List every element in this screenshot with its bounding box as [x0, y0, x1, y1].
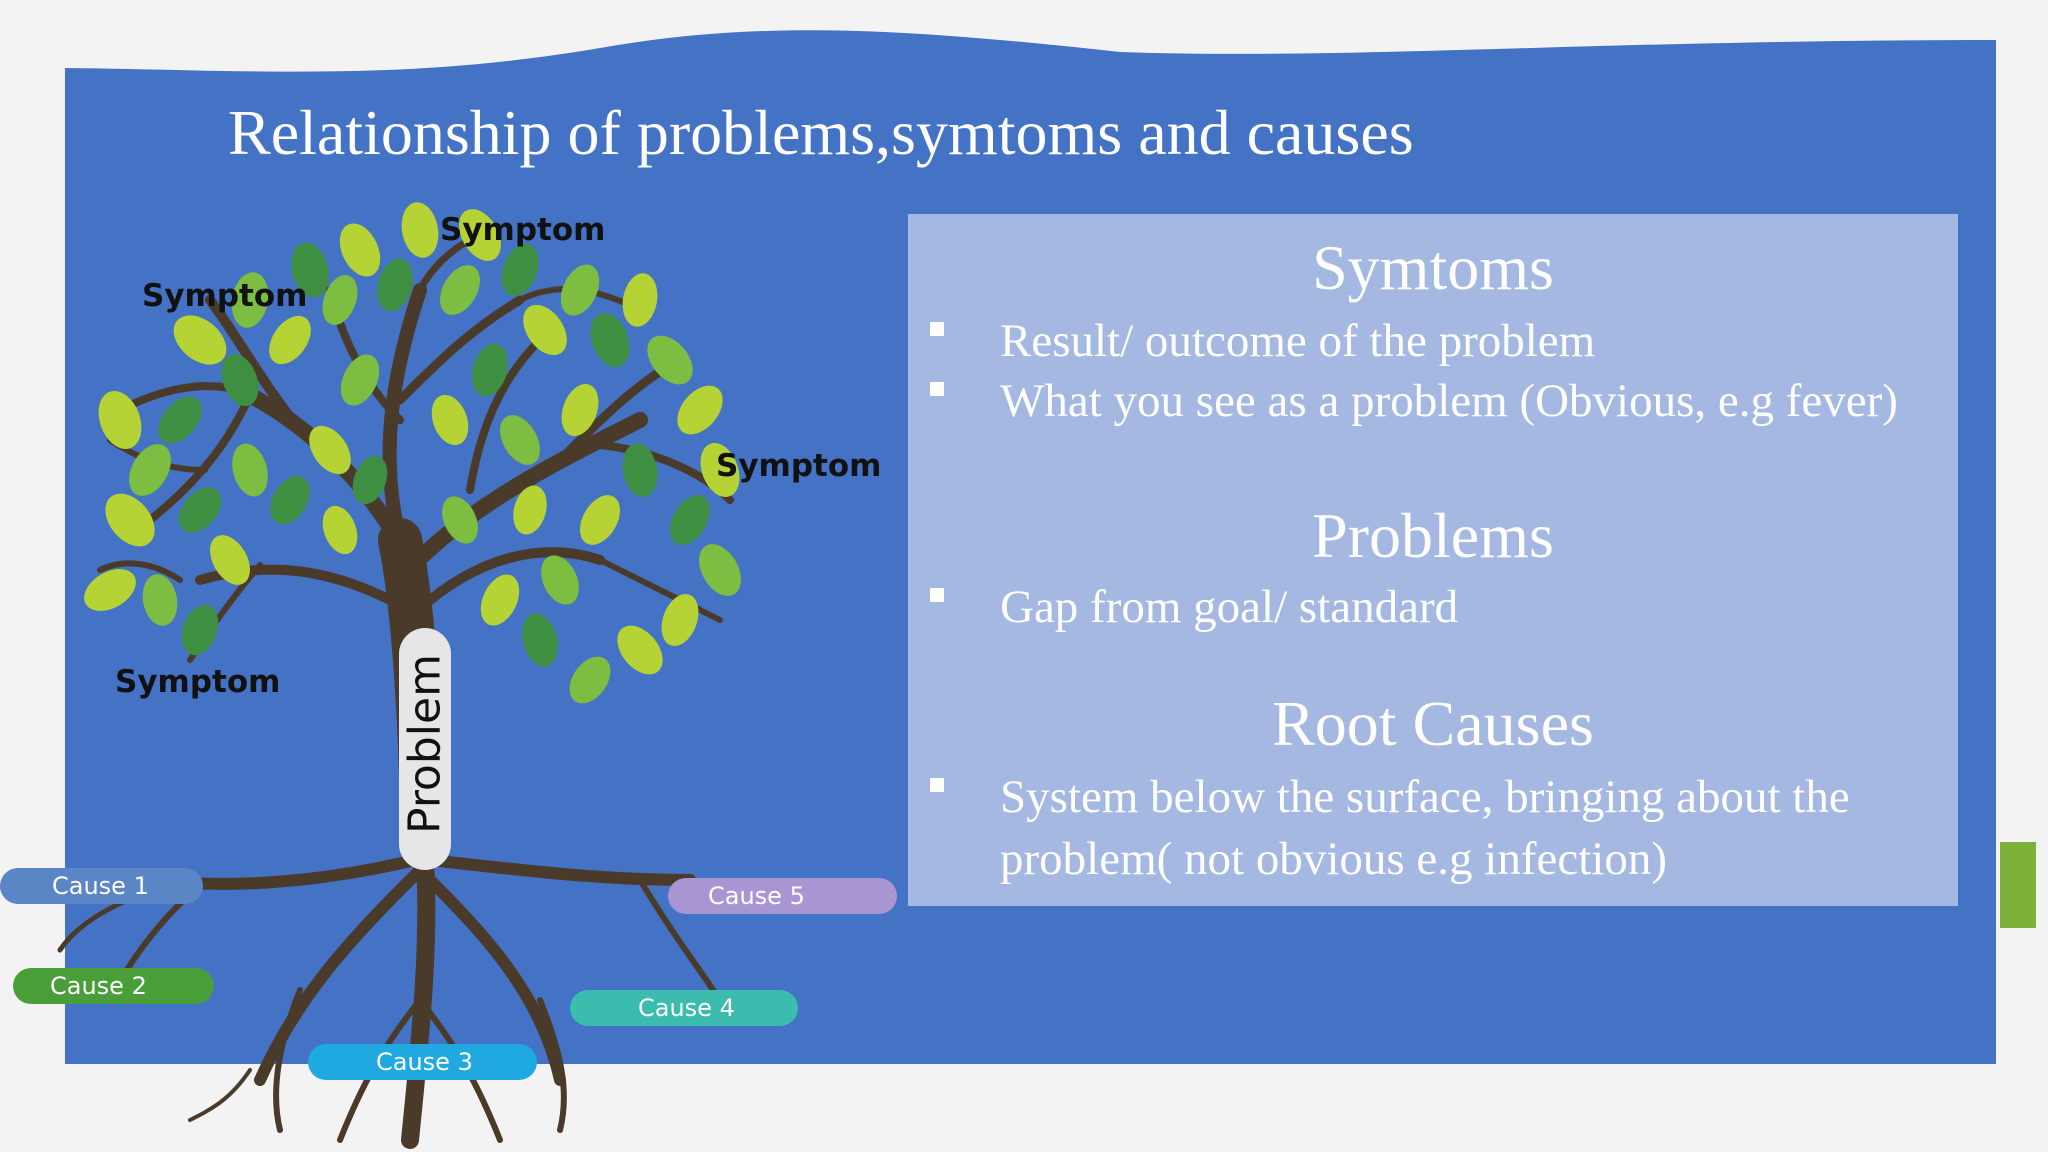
cause-2-pill: Cause 2: [13, 968, 214, 1004]
symptom-label-upper-left: Symptom: [142, 278, 308, 314]
bullet-square-icon: [930, 382, 944, 396]
cause-5-pill: Cause 5: [668, 878, 897, 914]
problem-pill: [399, 628, 451, 870]
bullet-square-icon: [930, 322, 944, 336]
tree-leaves: [84, 202, 741, 704]
problem-label: Problem: [399, 654, 451, 834]
cause-4-pill: Cause 4: [570, 990, 798, 1026]
bullet-text: Result/ outcome of the problem: [1000, 315, 1596, 367]
symptom-label-lower-left: Symptom: [115, 664, 281, 700]
symptom-label-top: Symptom: [440, 212, 606, 248]
symptoms-heading: Symtoms: [1312, 232, 1554, 303]
symptom-label-right: Symptom: [716, 448, 882, 484]
bullet-square-icon: [930, 588, 944, 602]
root-causes-heading: Root Causes: [1272, 688, 1594, 759]
bullet-text: Gap from goal/ standard: [1000, 581, 1459, 633]
slide-title: Relationship of problems,symtoms and cau…: [228, 97, 1414, 168]
problems-heading: Problems: [1312, 500, 1554, 571]
cause-3-pill: Cause 3: [308, 1044, 537, 1080]
bullet-text: What you see as a problem (Obvious, e.g …: [1000, 375, 1898, 427]
bullet-text: System below the surface, bringing about…: [1000, 771, 1850, 885]
info-panel: Symtoms Result/ outcome of the problem W…: [908, 214, 1958, 906]
tree-branches: [97, 236, 734, 842]
side-tab: [2000, 842, 2036, 928]
bullet-square-icon: [930, 778, 944, 792]
cause-1-pill: Cause 1: [0, 868, 203, 904]
